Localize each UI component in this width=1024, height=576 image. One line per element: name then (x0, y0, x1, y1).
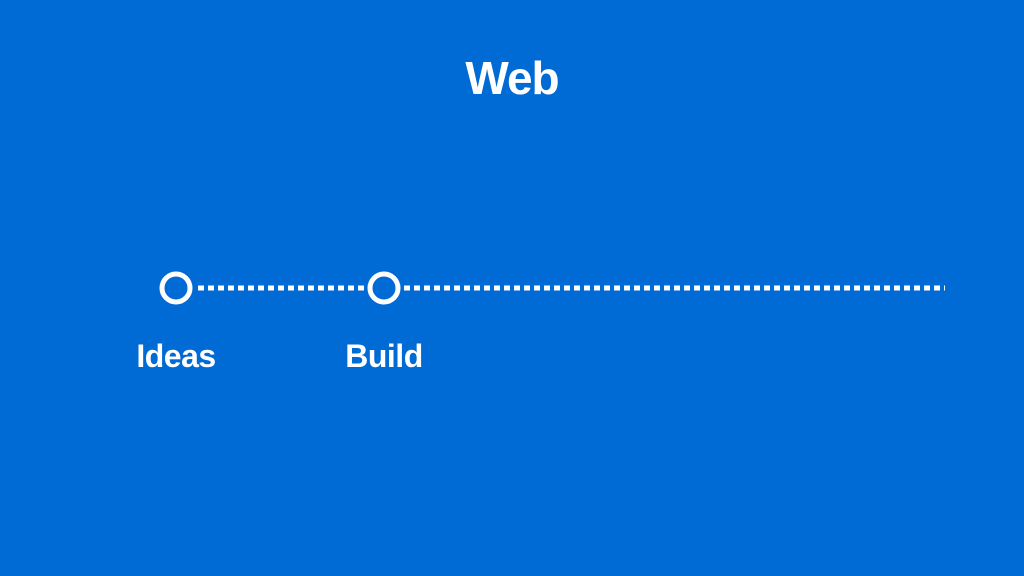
milestone-label-ideas: Ideas (136, 338, 216, 374)
milestone-node-build (367, 271, 401, 305)
slide-title: Web (465, 52, 559, 104)
milestone-label-build: Build (345, 338, 423, 374)
milestone-node-ideas (159, 271, 193, 305)
